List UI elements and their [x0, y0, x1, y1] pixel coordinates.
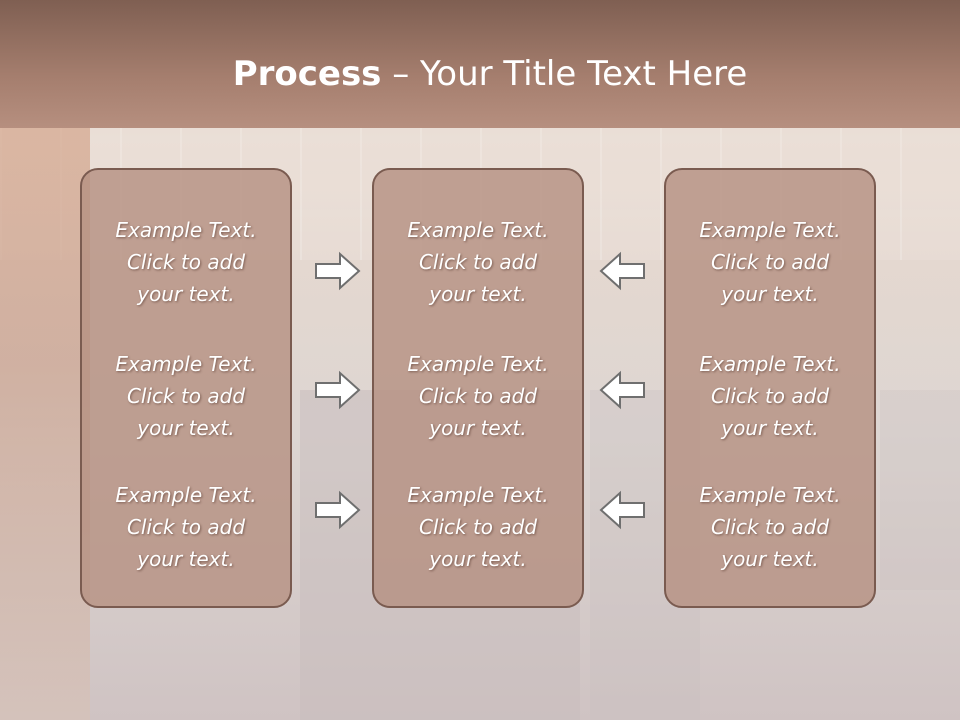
text-line: your text. [137, 282, 235, 306]
arrow-right-icon [315, 490, 361, 530]
slide-title[interactable]: Process – Your Title Text Here [0, 52, 960, 96]
text-block[interactable]: Example Text. Click to add your text. [82, 214, 290, 310]
text-line: Click to add [710, 515, 830, 539]
text-block[interactable]: Example Text. Click to add your text. [666, 348, 874, 444]
text-line: Example Text. [115, 352, 257, 376]
text-line: Example Text. [407, 483, 549, 507]
text-block[interactable]: Example Text. Click to add your text. [666, 479, 874, 575]
text-line: your text. [429, 282, 527, 306]
title-bold: Process [232, 54, 382, 94]
text-block[interactable]: Example Text. Click to add your text. [82, 348, 290, 444]
text-line: Example Text. [407, 352, 549, 376]
text-line: Click to add [710, 250, 830, 274]
text-line: your text. [721, 547, 819, 571]
background-wall [0, 120, 90, 720]
arrow-left-icon [599, 490, 645, 530]
text-line: Click to add [418, 250, 538, 274]
background-cubicle [880, 390, 960, 590]
text-line: Example Text. [115, 483, 257, 507]
text-line: your text. [137, 547, 235, 571]
text-block[interactable]: Example Text. Click to add your text. [374, 348, 582, 444]
text-line: your text. [137, 416, 235, 440]
text-line: Click to add [126, 515, 246, 539]
text-line: Example Text. [407, 218, 549, 242]
title-bar [0, 0, 960, 128]
text-line: Example Text. [699, 483, 841, 507]
process-box-right[interactable]: Example Text. Click to add your text. Ex… [664, 168, 876, 608]
text-line: your text. [429, 416, 527, 440]
process-box-center[interactable]: Example Text. Click to add your text. Ex… [372, 168, 584, 608]
arrow-right-icon [315, 370, 361, 410]
arrow-left-icon [599, 370, 645, 410]
text-block[interactable]: Example Text. Click to add your text. [82, 479, 290, 575]
text-line: Example Text. [699, 218, 841, 242]
text-line: your text. [429, 547, 527, 571]
text-line: Click to add [418, 384, 538, 408]
text-block[interactable]: Example Text. Click to add your text. [374, 479, 582, 575]
text-line: Click to add [710, 384, 830, 408]
text-line: Click to add [126, 250, 246, 274]
process-box-left[interactable]: Example Text. Click to add your text. Ex… [80, 168, 292, 608]
text-block[interactable]: Example Text. Click to add your text. [374, 214, 582, 310]
text-line: Click to add [418, 515, 538, 539]
text-line: Click to add [126, 384, 246, 408]
text-line: Example Text. [699, 352, 841, 376]
text-block[interactable]: Example Text. Click to add your text. [666, 214, 874, 310]
text-line: Example Text. [115, 218, 257, 242]
arrow-right-icon [315, 251, 361, 291]
text-line: your text. [721, 416, 819, 440]
arrow-left-icon [599, 251, 645, 291]
text-line: your text. [721, 282, 819, 306]
title-rest: – Your Title Text Here [381, 54, 748, 94]
